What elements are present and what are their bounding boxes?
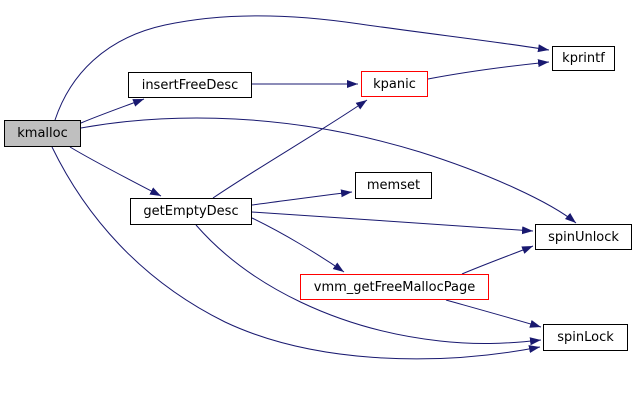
node-kprintf[interactable]: kprintf — [552, 46, 615, 71]
edge-kmalloc-getEmptyDesc — [69, 146, 162, 197]
edge-kmalloc-spinLock — [51, 146, 541, 360]
node-vmm_getFreeMallocPage[interactable]: vmm_getFreeMallocPage — [300, 274, 489, 300]
node-kmalloc-label: kmalloc — [17, 126, 68, 141]
edge-vmm_getFreeMallocPage-spinLock — [445, 299, 542, 328]
node-insertFreeDesc[interactable]: insertFreeDesc — [128, 72, 252, 98]
node-spinLock-label: spinLock — [557, 330, 614, 345]
node-vmm_getFreeMallocPage-label: vmm_getFreeMallocPage — [313, 279, 476, 295]
node-kprintf-label: kprintf — [562, 51, 605, 66]
edge-getEmptyDesc-spinUnlock — [251, 211, 534, 235]
edge-getEmptyDesc-memset — [251, 189, 353, 206]
node-getEmptyDesc[interactable]: getEmptyDesc — [130, 198, 252, 225]
node-kpanic-label: kpanic — [373, 76, 416, 92]
node-spinLock[interactable]: spinLock — [543, 324, 628, 351]
node-kmalloc: kmalloc — [4, 120, 81, 147]
node-spinUnlock-label: spinUnlock — [548, 229, 619, 245]
edge-getEmptyDesc-spinLock — [195, 224, 542, 346]
edge-vmm_getFreeMallocPage-spinUnlock — [461, 245, 534, 275]
edge-kmalloc-spinUnlock — [80, 117, 577, 224]
node-kpanic[interactable]: kpanic — [361, 71, 428, 97]
edge-kmalloc-insertFreeDesc — [80, 98, 145, 124]
edge-getEmptyDesc-vmm_getFreeMallocPage — [251, 217, 345, 273]
node-insertFreeDesc-label: insertFreeDesc — [141, 77, 239, 93]
edge-kpanic-kprintf — [427, 59, 550, 80]
edge-getEmptyDesc-kpanic — [212, 99, 368, 199]
edge-kmalloc-kprintf — [54, 15, 550, 121]
node-getEmptyDesc-label: getEmptyDesc — [143, 204, 239, 219]
node-spinUnlock[interactable]: spinUnlock — [535, 224, 632, 250]
node-memset-label: memset — [366, 178, 421, 193]
node-memset[interactable]: memset — [355, 172, 432, 199]
